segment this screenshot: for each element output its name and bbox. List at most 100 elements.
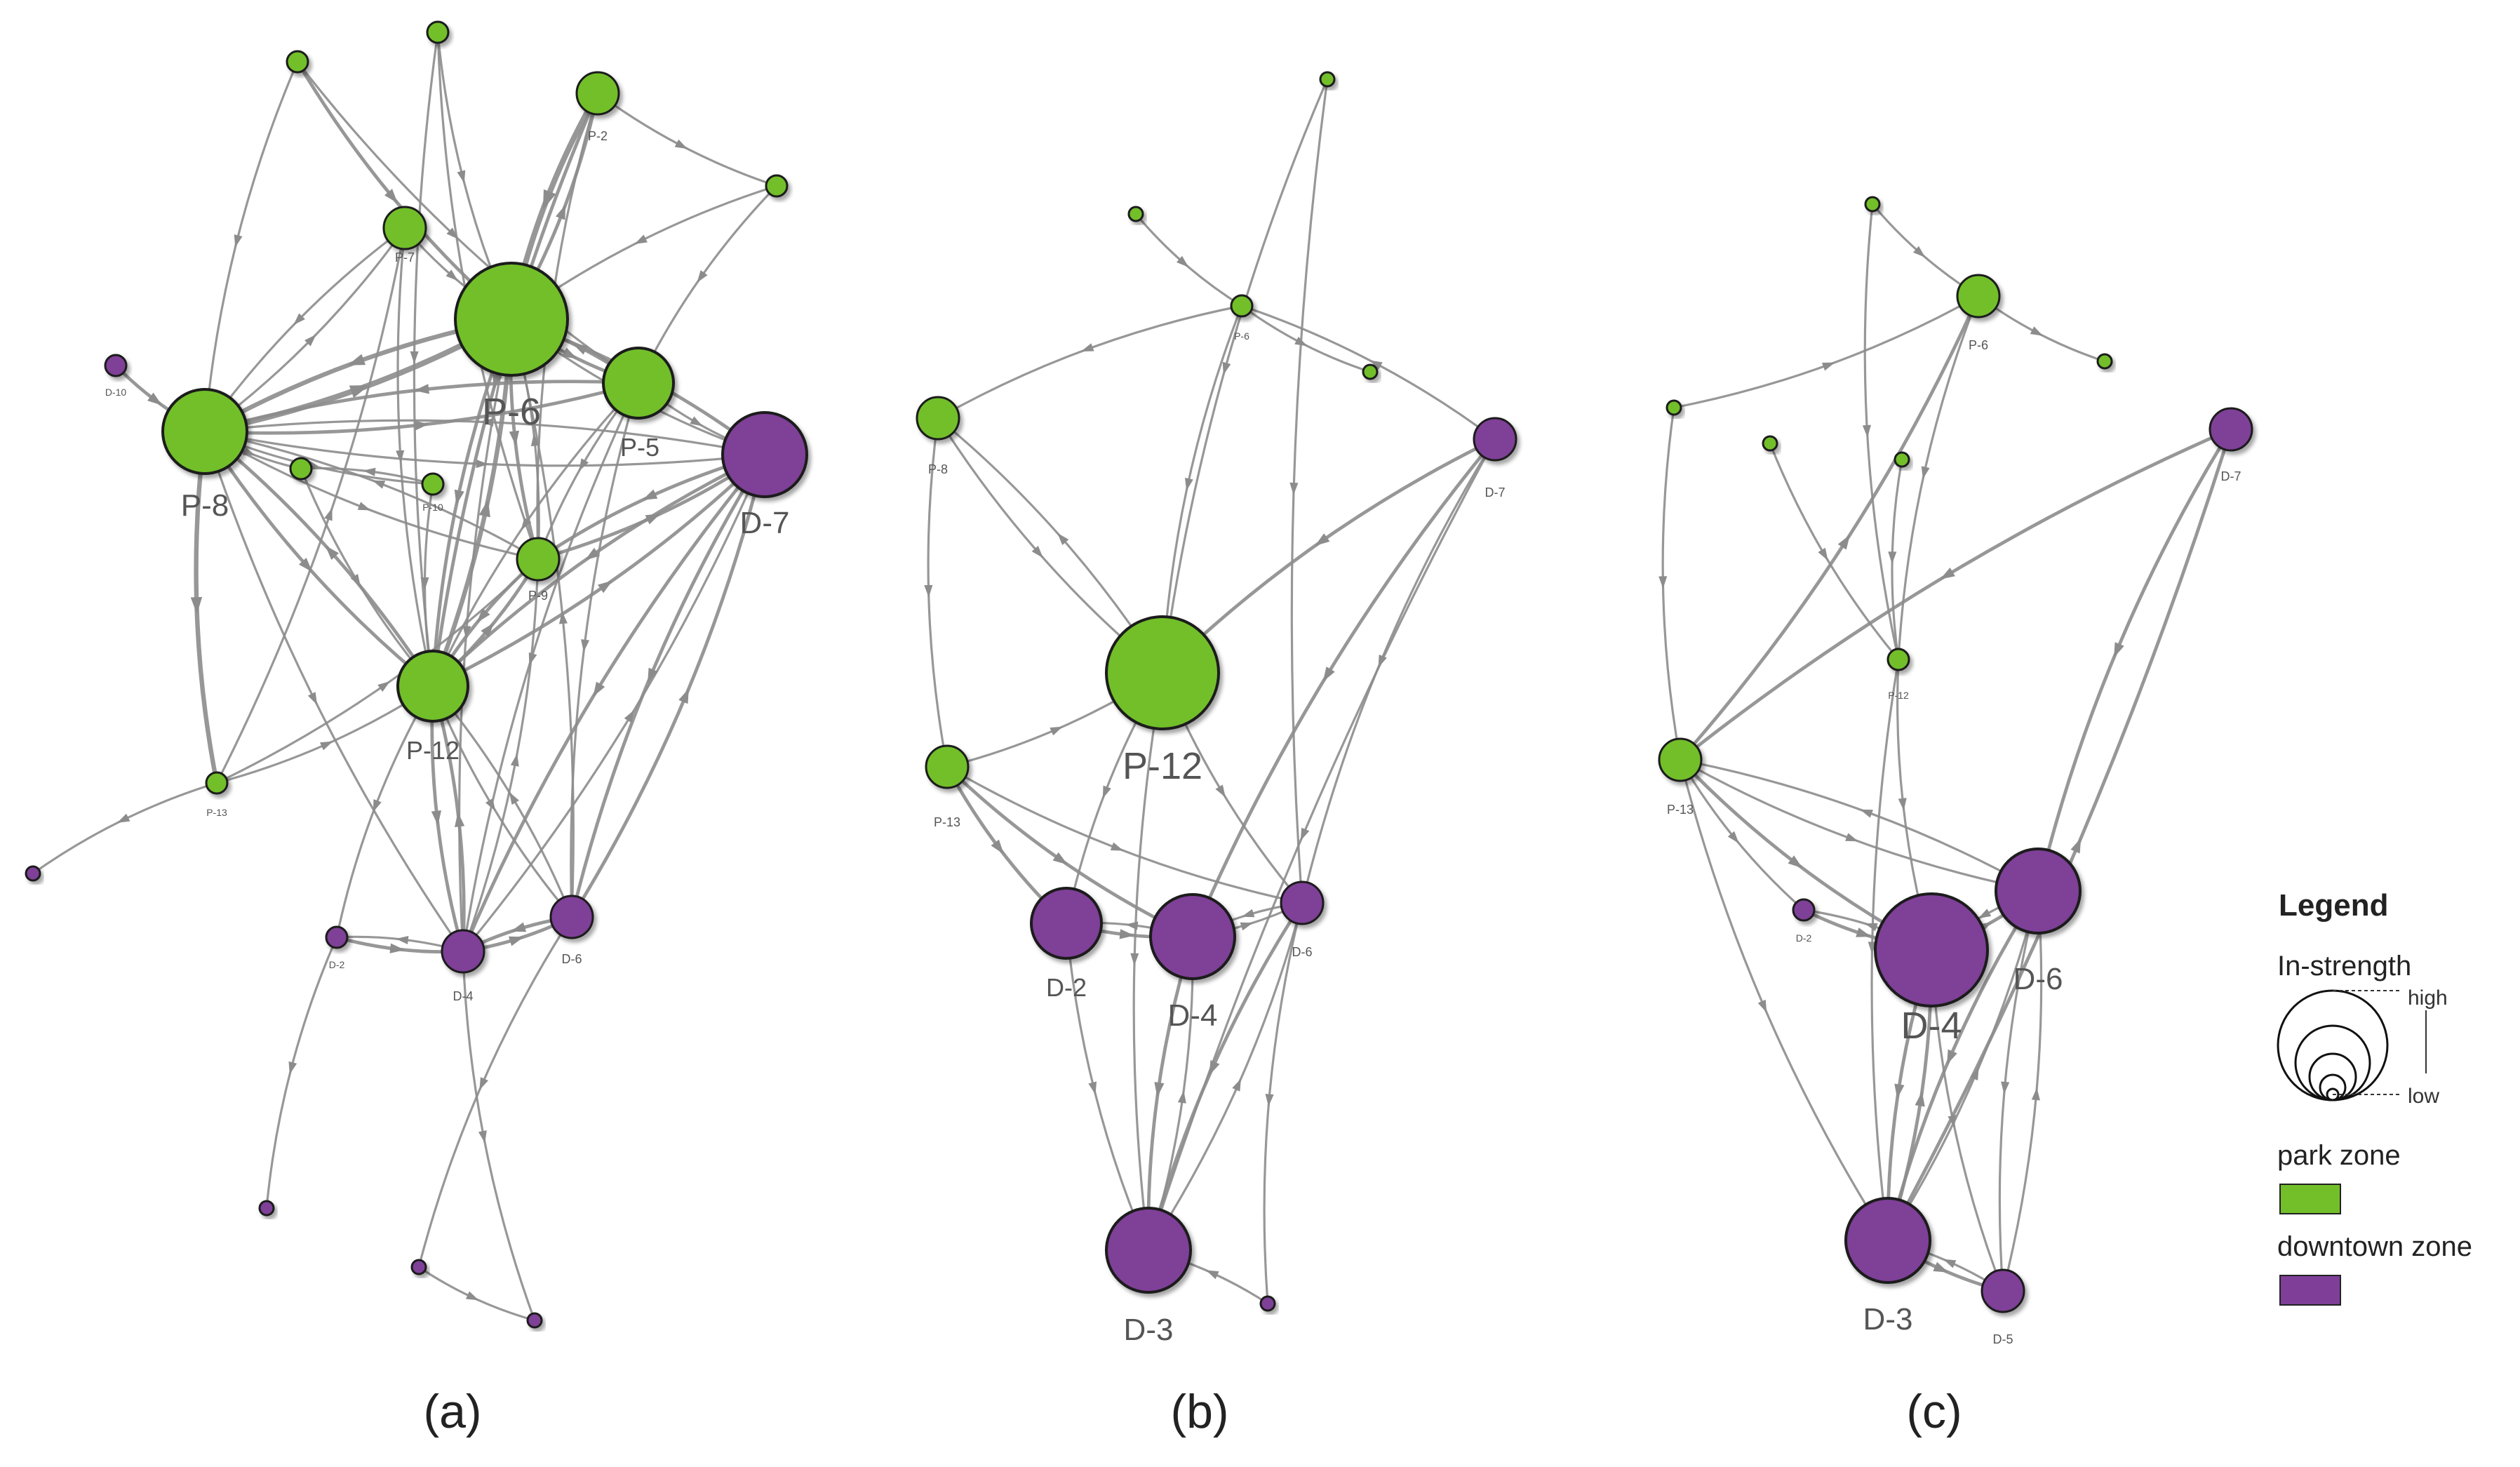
edge-p-12-to-d-2 xyxy=(335,685,434,938)
edge-arrowhead xyxy=(478,500,490,518)
node-label-p-12: P-12 xyxy=(1888,690,1909,701)
node-label-p-13: P-13 xyxy=(206,807,227,818)
edge-arrowhead xyxy=(307,692,318,705)
edge-arrowhead xyxy=(542,189,556,210)
node-label-d-5: D-5 xyxy=(1992,1332,2013,1346)
edge-p-8-to-p-12 xyxy=(203,430,434,688)
edge-arrowhead xyxy=(476,608,490,623)
edge-p-13-to-p-7 xyxy=(215,227,406,784)
edge-arrowhead xyxy=(1860,809,1873,818)
node-p-7 xyxy=(382,206,427,250)
edge-d-7-to-d-3 xyxy=(1147,438,1496,1251)
edge-arrowhead xyxy=(363,467,376,476)
edge-arrowhead xyxy=(479,1077,488,1090)
edge-p-12-to-p-8 xyxy=(203,430,435,688)
legend: Legend In-strength high low park zone do… xyxy=(2277,888,2472,1306)
node-label-p-7: P-7 xyxy=(395,250,415,264)
edge-arrowhead xyxy=(116,813,130,823)
node-label-p-8: P-8 xyxy=(928,462,948,476)
node-label-d-7: D-7 xyxy=(1484,485,1505,500)
edge-arrowhead xyxy=(1232,1078,1241,1092)
node-p-5 xyxy=(602,347,675,420)
edge-arrowhead xyxy=(562,347,577,359)
edge-arrowhead xyxy=(556,204,566,220)
panel-b-network: P-12P-8P-13P-6D-7D-2D-4D-6D-3 xyxy=(916,71,1517,1347)
node-label-d-4: D-4 xyxy=(1901,1005,1962,1047)
node-p-6 xyxy=(454,262,569,377)
edge-arrowhead xyxy=(1856,927,1872,937)
node-label-p-12: P-12 xyxy=(406,736,460,765)
node-p-12 xyxy=(1886,648,1910,671)
node-d-c xyxy=(410,1259,427,1275)
edge-arrowhead xyxy=(414,384,429,394)
edge-arrowhead xyxy=(597,580,613,594)
node-label-d-2: D-2 xyxy=(1046,973,1087,1002)
size-circle-1 xyxy=(2277,989,2389,1101)
edge-arrowhead xyxy=(298,558,313,572)
node-label-p-2: P-2 xyxy=(588,129,608,143)
node-p-11 xyxy=(289,457,313,481)
edge-arrowhead xyxy=(1154,1082,1165,1097)
node-d-2 xyxy=(1030,887,1103,960)
nodes: P-6P-13P-12D-7D-2D-4D-6D-3D-5 xyxy=(1658,196,2253,1346)
edge-arrowhead xyxy=(465,1291,479,1301)
edge-arrowhead xyxy=(2114,642,2124,658)
edge-arrowhead xyxy=(1057,532,1069,545)
edge-arrowhead xyxy=(2001,1081,2010,1094)
node-d-a xyxy=(25,865,41,882)
node-label-d-4: D-4 xyxy=(453,989,473,1003)
edge-arrowhead xyxy=(1818,547,1828,561)
edge-d-6-to-p-12 xyxy=(431,685,573,918)
edge-arrowhead xyxy=(697,270,708,283)
edge-arrowhead xyxy=(1862,424,1871,438)
node-p-4 xyxy=(426,20,450,44)
node-p-9 xyxy=(516,537,561,582)
edge-d-4-to-d-d xyxy=(462,951,536,1321)
edge-arrowhead xyxy=(1240,922,1254,931)
edge-p-13-to-d-3 xyxy=(1679,759,1889,1241)
edge-arrowhead xyxy=(581,639,590,652)
edge-arrowhead xyxy=(325,545,340,560)
legend-title: Legend xyxy=(2279,888,2388,923)
edge-d-6-to-p-13 xyxy=(1680,758,2039,892)
panel-b-label: (b) xyxy=(1170,1385,1228,1438)
node-label-p-10: P-10 xyxy=(422,502,443,513)
node-label-p-6: P-6 xyxy=(482,391,541,433)
edge-arrowhead xyxy=(377,681,391,692)
downtown-zone-swatch xyxy=(2279,1275,2341,1306)
edge-arrowhead xyxy=(1915,1091,1925,1107)
edge-d-3-to-d-7 xyxy=(1886,429,2233,1242)
edge-arrowhead xyxy=(396,450,405,463)
edge-arrowhead xyxy=(1921,466,1930,479)
edge-arrowhead xyxy=(924,584,933,598)
edge-d-7-to-d-6 xyxy=(2036,428,2233,892)
size-circle-5 xyxy=(2326,1087,2340,1101)
edge-arrowhead xyxy=(384,189,398,203)
node-p-2 xyxy=(575,71,620,116)
edge-arrowhead xyxy=(1110,842,1124,851)
edge-arrowhead xyxy=(1215,784,1226,798)
node-label-d-10: D-10 xyxy=(105,387,127,398)
edge-p-13-to-d-2 xyxy=(1679,759,1805,911)
legend-low: low xyxy=(2408,1085,2439,1108)
node-d-b xyxy=(258,1200,275,1217)
node-d-4 xyxy=(441,929,485,974)
node-d-10 xyxy=(104,354,128,377)
legend-downtown-label: downtown zone xyxy=(2277,1231,2472,1262)
node-label-d-3: D-3 xyxy=(1863,1302,1913,1337)
node-p-3 xyxy=(1864,196,1881,213)
edge-p-13-to-d-6 xyxy=(1680,758,2039,892)
edge-arrowhead xyxy=(1864,923,1878,932)
edge-arrowhead xyxy=(584,547,601,561)
edge-p-3-to-p-6 xyxy=(1134,213,1242,307)
node-label-p-13: P-13 xyxy=(1667,803,1694,817)
node-p-10 xyxy=(421,472,445,496)
edge-arrowhead xyxy=(293,313,305,326)
edge-arrowhead xyxy=(648,667,658,683)
edge-arrowhead xyxy=(1788,855,1803,869)
edge-arrowhead xyxy=(678,688,689,704)
edge-arrowhead xyxy=(320,741,333,751)
edge-arrowhead xyxy=(509,430,519,446)
edge-d-6-to-d-9 xyxy=(1263,902,1303,1304)
